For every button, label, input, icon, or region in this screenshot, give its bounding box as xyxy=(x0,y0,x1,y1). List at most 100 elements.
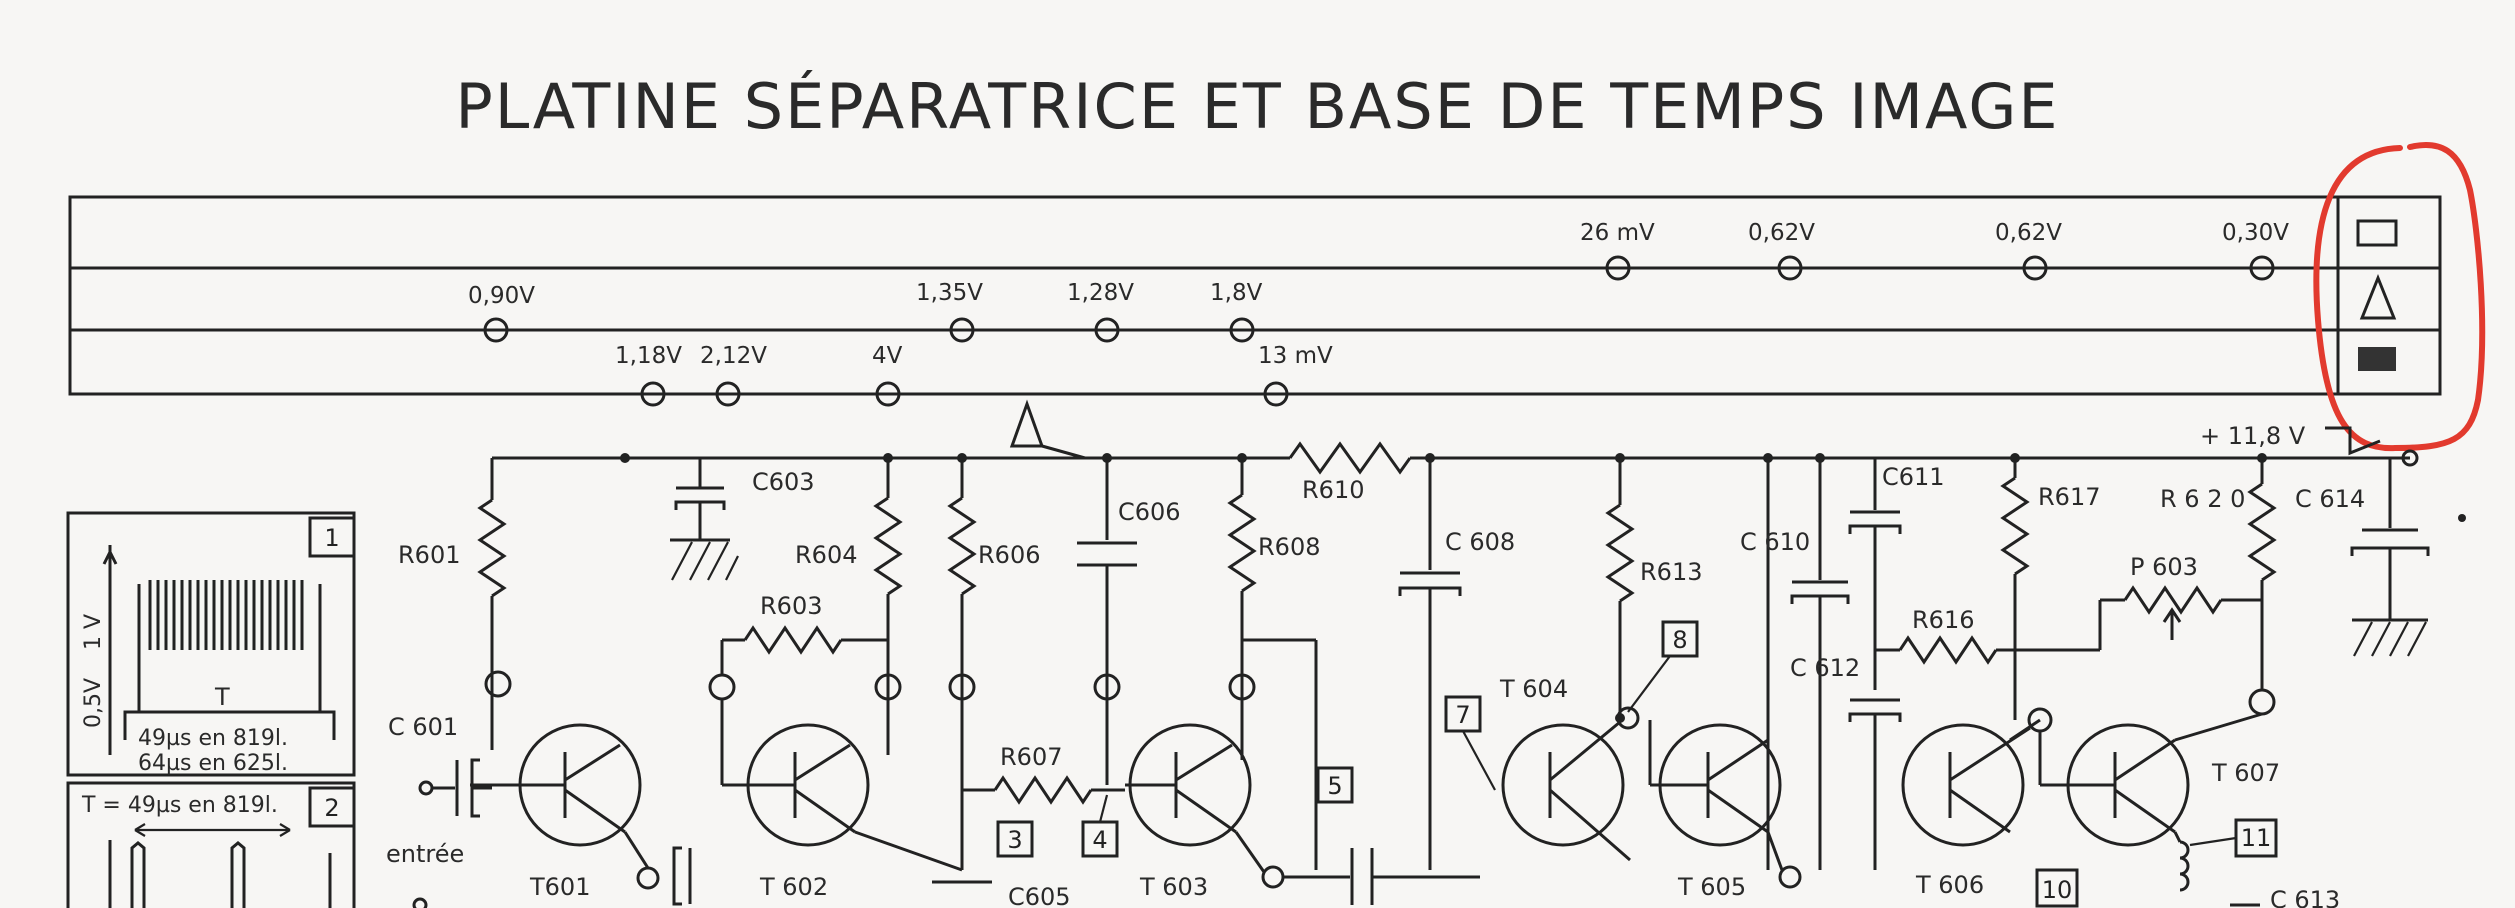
resistor-symbol xyxy=(1288,441,1412,475)
waveform-panel-2: T = 49µs en 819l. xyxy=(66,781,356,908)
resistor-symbol xyxy=(1605,503,1635,603)
triangle-outline-icon xyxy=(1009,399,1045,448)
test-point-number: 3 xyxy=(1007,826,1022,854)
waveform-y-label: 0,5V xyxy=(81,678,106,728)
transistor-symbol xyxy=(1901,723,2031,847)
potentiometer-symbol xyxy=(2123,585,2223,615)
annotation-circle xyxy=(2313,141,2486,452)
waveform-timing-label: 49µs en 819l. xyxy=(138,726,288,751)
component-label: C 613 xyxy=(2270,886,2340,908)
component-label: T 607 xyxy=(2211,759,2280,787)
waveform-panel-1: 1 V 0,5V T 49µs en 819l. 64µs en 625l. xyxy=(66,511,356,777)
voltage-label: 0,62V xyxy=(1748,220,1815,246)
input-label: entrée xyxy=(386,840,464,868)
voltage-label: 1,35V xyxy=(916,280,983,306)
test-point-number: 7 xyxy=(1455,701,1470,729)
component-label: C 614 xyxy=(2295,485,2365,513)
rectangle-outline-icon xyxy=(2356,219,2398,247)
measurement-point-icon xyxy=(1777,255,1803,281)
measurement-point-icon xyxy=(640,381,666,407)
component-label: C611 xyxy=(1882,463,1945,491)
voltage-label: 26 mV xyxy=(1580,220,1655,246)
component-label: R616 xyxy=(1912,606,1974,634)
transistor-symbol xyxy=(470,723,642,847)
voltage-label: 0,90V xyxy=(468,283,535,309)
component-label: C 608 xyxy=(1445,528,1515,556)
component-label: R606 xyxy=(978,541,1040,569)
measurement-point-icon xyxy=(2022,255,2048,281)
waveform-header: T = 49µs en 819l. xyxy=(81,793,278,818)
measurement-point-icon xyxy=(949,317,975,343)
measurement-point-icon xyxy=(1094,317,1120,343)
voltage-table: 26 mV 0,62V 0,62V 0,30V 0,90V 1,35V 1,28… xyxy=(68,195,2442,407)
component-label: C605 xyxy=(1008,883,1071,908)
measurement-point-icon xyxy=(715,381,741,407)
resistor-symbol xyxy=(873,496,903,596)
component-label: T 603 xyxy=(1139,873,1208,901)
voltage-table-frame xyxy=(68,195,2442,396)
component-label: T 602 xyxy=(759,873,828,901)
waveform-timing-label: 64µs en 625l. xyxy=(138,751,288,776)
component-label: C603 xyxy=(752,468,815,496)
test-point-number: 4 xyxy=(1092,826,1107,854)
test-point-number: 10 xyxy=(2042,876,2073,904)
voltage-label: 0,62V xyxy=(1995,220,2062,246)
resistor-symbol xyxy=(1227,493,1257,593)
resistor-symbol xyxy=(2000,476,2030,576)
component-label: R613 xyxy=(1640,558,1702,586)
transistor-symbol xyxy=(1648,720,1782,847)
voltage-label: 4V xyxy=(872,343,903,369)
resistor-symbol xyxy=(743,625,843,655)
component-label: C 601 xyxy=(388,713,458,741)
transistor-symbol xyxy=(1125,723,1252,847)
test-point-number: 5 xyxy=(1327,772,1342,800)
component-label: R607 xyxy=(1000,743,1062,771)
resistor-symbol xyxy=(993,775,1093,805)
resistor-symbol xyxy=(947,496,977,596)
transistor-symbol xyxy=(2038,712,2263,847)
component-label: T 605 xyxy=(1677,873,1746,901)
component-label: R608 xyxy=(1258,533,1320,561)
voltage-label: 2,12V xyxy=(700,343,767,369)
waveform-period-label: T xyxy=(214,683,230,711)
component-label: C606 xyxy=(1118,498,1181,526)
transistor-symbol xyxy=(720,699,870,847)
voltage-label: 13 mV xyxy=(1258,343,1333,369)
resistor-symbol xyxy=(2247,482,2277,582)
measurement-point-icon xyxy=(483,317,509,343)
component-label: R610 xyxy=(1302,476,1364,504)
component-label: R601 xyxy=(398,541,460,569)
measurement-point-icon xyxy=(875,381,901,407)
voltage-label: 1,8V xyxy=(1210,280,1263,306)
measurement-point-icon xyxy=(2249,255,2275,281)
voltage-label: 1,28V xyxy=(1067,280,1134,306)
voltage-label: 1,18V xyxy=(615,343,682,369)
transistor-symbol xyxy=(1501,720,1631,862)
component-label: C 610 xyxy=(1740,528,1810,556)
component-label: R 6 2 0 xyxy=(2160,485,2245,513)
test-point-number: 1 xyxy=(324,524,339,552)
supply-rail: + 11,8 V xyxy=(492,399,2419,475)
component-label: R617 xyxy=(2038,483,2100,511)
component-label: T 606 xyxy=(1915,871,1984,899)
component-label: P 603 xyxy=(2130,553,2198,581)
waveform-y-label: 1 V xyxy=(81,614,106,650)
supply-voltage-label: + 11,8 V xyxy=(2200,422,2306,450)
voltage-label: 0,30V xyxy=(2222,220,2289,246)
component-label: C 612 xyxy=(1790,654,1860,682)
component-label: T 604 xyxy=(1499,675,1568,703)
component-label: T601 xyxy=(529,873,590,901)
resistor-symbol xyxy=(1898,635,1998,665)
test-point-number: 2 xyxy=(324,794,339,822)
component-label: R604 xyxy=(795,541,857,569)
triangle-outline-icon xyxy=(2359,273,2397,320)
measurement-point-icon xyxy=(1229,317,1255,343)
component-label: R603 xyxy=(760,592,822,620)
resistor-symbol xyxy=(477,498,507,598)
test-point-number: 8 xyxy=(1672,626,1687,654)
measurement-point-icon xyxy=(1605,255,1631,281)
measurement-point-icon xyxy=(1263,381,1289,407)
test-point-number: 11 xyxy=(2241,824,2272,852)
page-title: PLATINE SÉPARATRICE ET BASE DE TEMPS IMA… xyxy=(455,70,2060,143)
